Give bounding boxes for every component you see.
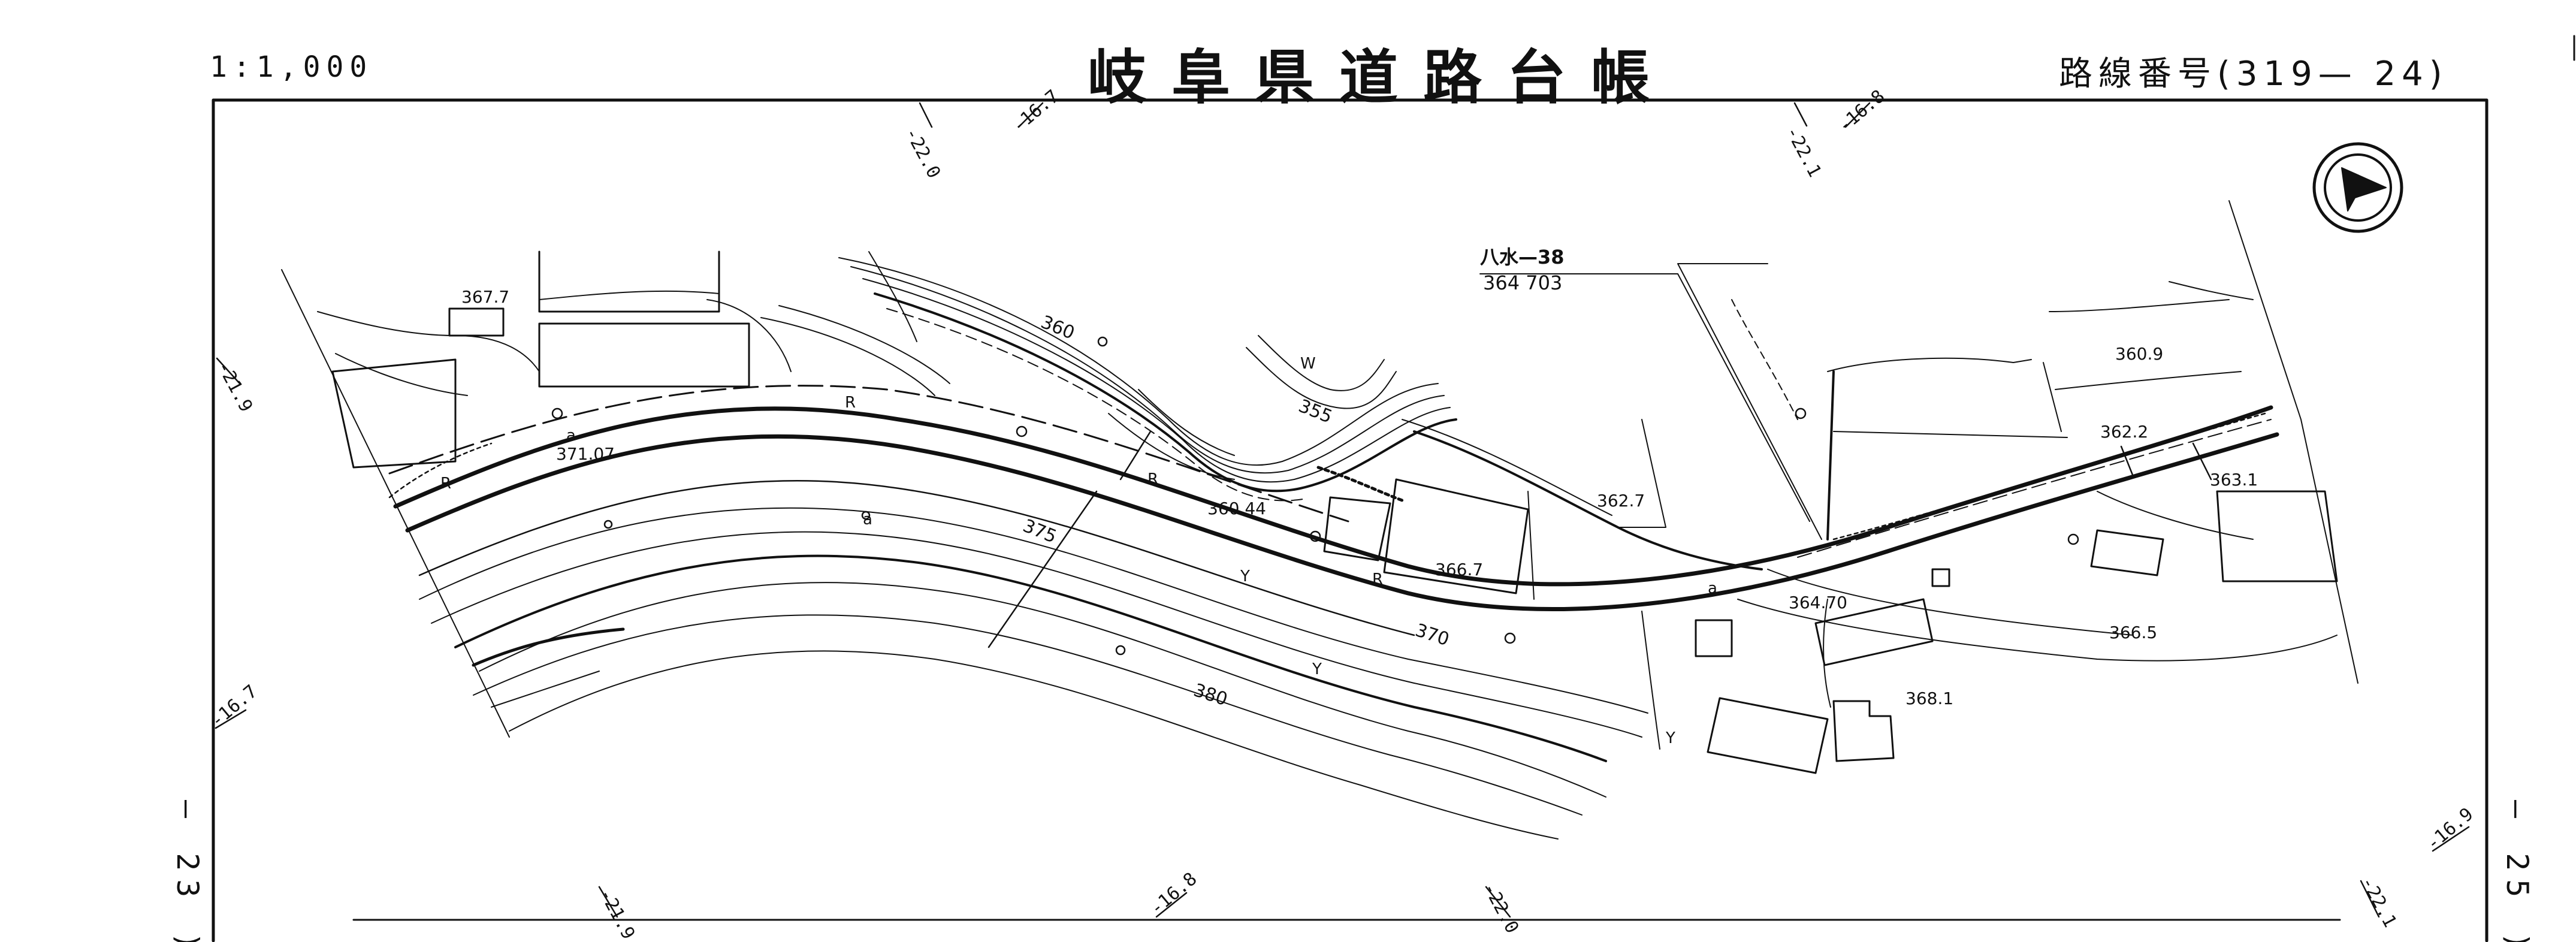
grid-label: -16.7 [1008, 86, 1064, 137]
grid-ticks [215, 102, 2470, 918]
field-symbol: Y [1665, 729, 1675, 747]
contour-label: 355 [1295, 395, 1335, 428]
road-centerline [1797, 419, 2272, 558]
grid-label: -16.8 [1146, 868, 1201, 919]
grid-label: -22.0 [901, 124, 944, 182]
adjacent-sheet-right: — 25 ) [2500, 800, 2535, 942]
contour-label: 375 [1020, 515, 1059, 548]
survey-points [551, 336, 2079, 656]
benchmark-value: 364 703 [1483, 271, 1562, 294]
grid-label: -22.1 [2357, 873, 2400, 931]
grid-label: -21.9 [213, 358, 256, 415]
spot-elevation: 371.07 [556, 444, 615, 464]
ditch-symbol: a [566, 427, 576, 445]
water-symbol: W [1300, 355, 1316, 373]
contour-label: 370 [1413, 620, 1452, 650]
grid-label: -21.9 [595, 885, 639, 942]
map-scale: 1:1,000 [210, 50, 373, 84]
benchmark-leader [1479, 273, 1810, 522]
map-frame [212, 98, 2489, 942]
grid-label: -16.8 [1834, 86, 1889, 137]
contours-south [419, 507, 1648, 840]
spot-elevation: 360.44 [1207, 499, 1266, 518]
road-symbol: R [1372, 570, 1383, 588]
spot-elevation: 366.7 [1435, 560, 1483, 579]
road-shoulder-south [418, 480, 1415, 636]
ditch-symbol: a [1708, 579, 1717, 597]
spot-elevation: 364.70 [1789, 593, 1847, 612]
contour-label: 360 [1038, 312, 1077, 344]
road-edge-north [393, 405, 2273, 587]
benchmark-name: 八水—38 [1480, 246, 1565, 268]
road-edge-south [405, 432, 2279, 611]
contour-label: 380 [1191, 680, 1230, 710]
grid-label: -16.9 [2423, 804, 2478, 855]
road-symbol: R [440, 475, 451, 493]
buildings [331, 250, 2338, 774]
parcel-lines [317, 251, 2338, 750]
field-symbol: Y [1312, 660, 1322, 678]
ditch-symbol: a [863, 511, 872, 529]
spot-elevation: 367.7 [461, 287, 509, 307]
road-shoulder-north [388, 385, 1349, 523]
road-symbol: R [1147, 470, 1158, 488]
road-symbol: R [845, 394, 856, 412]
route-number: 路線番号(319— 24) [2059, 55, 2448, 93]
spot-elevation: 368.1 [1905, 689, 1953, 708]
spot-elevation: 362.7 [1597, 491, 1645, 511]
grid-label: -22.0 [1479, 879, 1523, 937]
north-arrow-icon [2312, 142, 2403, 233]
spot-elevation: 363.1 [2210, 470, 2258, 490]
grid-label: -22.1 [1781, 123, 1825, 180]
contours-north [760, 257, 1457, 502]
spot-elevation: 360.9 [2115, 344, 2163, 364]
survey-boundary-right [2228, 200, 2358, 684]
field-symbol: Y [1240, 567, 1250, 585]
survey-boundary-left [281, 269, 510, 738]
cross-section-lines [987, 430, 2212, 648]
spot-elevation: 362.2 [2100, 422, 2148, 442]
spot-elevation: 366.5 [2109, 623, 2157, 642]
adjacent-sheet-left: — 23 ) [170, 800, 205, 942]
